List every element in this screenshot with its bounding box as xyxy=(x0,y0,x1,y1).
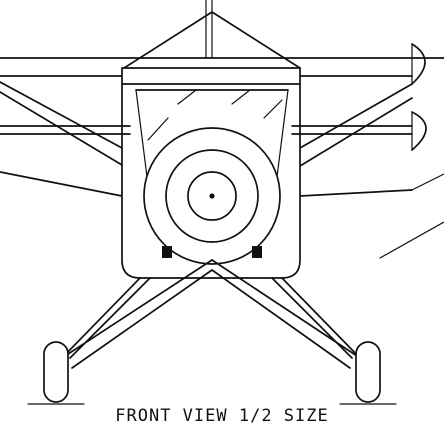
cabane-pylon xyxy=(123,0,301,69)
engine-cowling xyxy=(143,127,281,265)
left-wing-struts xyxy=(0,81,123,197)
right-wing-struts xyxy=(299,83,413,197)
right-landing-gear xyxy=(211,259,361,369)
lower-wing xyxy=(0,111,427,151)
left-landing-gear xyxy=(61,259,213,369)
left-wheel xyxy=(27,341,85,405)
drawing-caption: FRONT VIEW 1/2 SIZE xyxy=(115,406,329,426)
right-wheel xyxy=(339,341,397,405)
right-bracing-wires xyxy=(379,173,444,259)
windshield xyxy=(135,89,289,141)
spinner-hub-icon xyxy=(209,193,215,199)
